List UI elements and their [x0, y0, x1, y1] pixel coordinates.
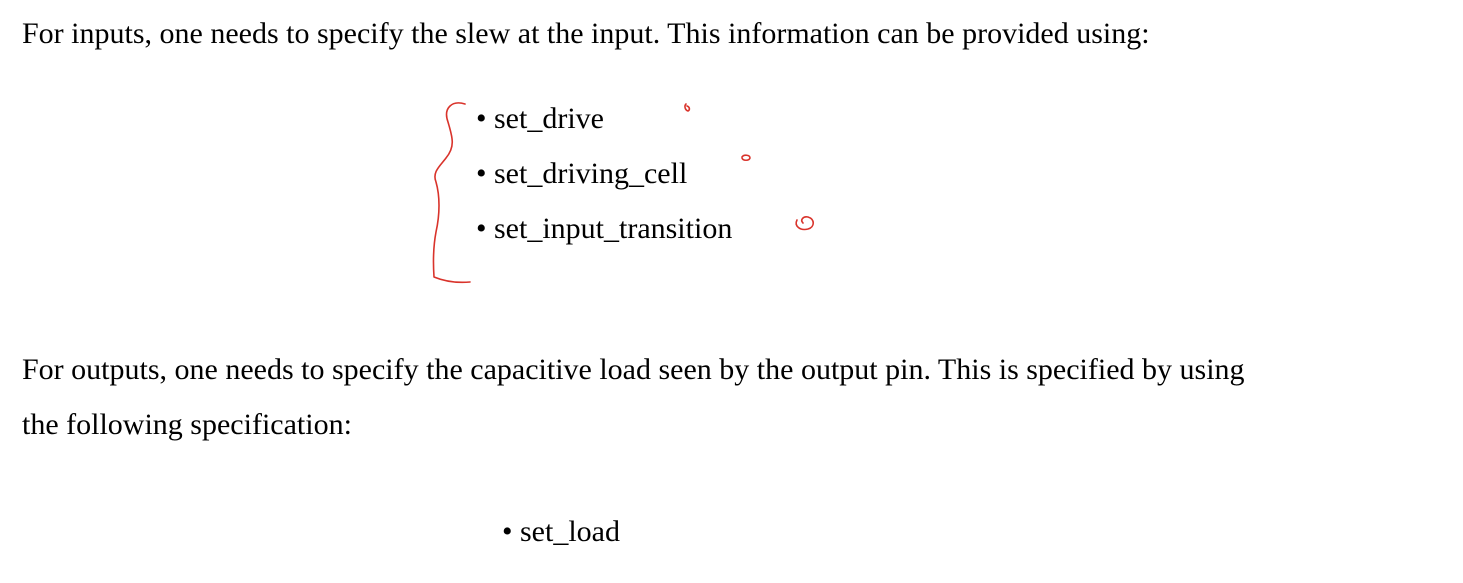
command-label: set_drive [494, 102, 604, 135]
bullet-icon: • [476, 102, 487, 135]
list-item: •set_input_transition [476, 211, 732, 266]
inputs-paragraph: For inputs, one needs to specify the sle… [22, 17, 1150, 50]
output-command-list: •set_load [502, 514, 620, 569]
command-label: set_driving_cell [494, 157, 688, 190]
list-item: •set_load [502, 514, 620, 569]
input-command-list: •set_drive •set_driving_cell •set_input_… [476, 101, 732, 266]
outputs-paragraph-line-1: For outputs, one needs to specify the ca… [22, 353, 1245, 386]
outputs-paragraph-line-2: the following specification: [22, 408, 352, 441]
command-label: set_load [520, 515, 620, 548]
tick-mark-3 [795, 216, 815, 231]
command-label: set_input_transition [494, 212, 733, 245]
bullet-icon: • [502, 515, 513, 548]
bullet-icon: • [476, 157, 487, 190]
curly-brace-mark [432, 102, 471, 284]
tick-mark-2 [741, 154, 751, 162]
list-item: •set_driving_cell [476, 156, 732, 211]
bullet-icon: • [476, 212, 487, 245]
list-item: •set_drive [476, 101, 732, 156]
